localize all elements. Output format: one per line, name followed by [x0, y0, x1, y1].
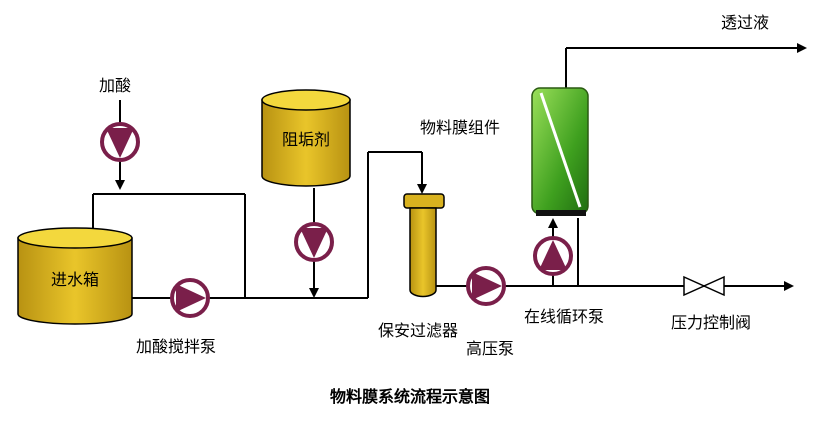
feed-tank-label: 进水箱 [51, 270, 99, 289]
antiscalant-pump [294, 222, 334, 262]
circulation-pump [533, 236, 573, 276]
acid-add-label: 加酸 [99, 76, 131, 95]
diagram-title: 物料膜系统流程示意图 [330, 387, 490, 406]
circulation-pump-label: 在线循环泵 [524, 307, 604, 326]
security-filter-label: 保安过滤器 [378, 321, 458, 340]
antiscalant-label: 阻垢剂 [282, 130, 330, 149]
acid-mix-pump [170, 278, 210, 318]
membrane-module-label: 物料膜组件 [420, 118, 500, 137]
antiscalant-tank: 阻垢剂 [261, 89, 351, 187]
pressure-valve-label: 压力控制阀 [671, 313, 751, 332]
piping [88, 43, 807, 299]
high-pressure-pump-label: 高压泵 [466, 339, 514, 358]
permeate-label: 透过液 [721, 13, 769, 32]
security-filter [403, 193, 445, 298]
feed-tank: 进水箱 [17, 227, 133, 325]
acid-dosing-pump [100, 122, 140, 162]
pressure-control-valve-icon [683, 275, 725, 297]
membrane-module [531, 87, 589, 216]
acid-mix-pump-label: 加酸搅拌泵 [136, 337, 216, 356]
high-pressure-pump [466, 266, 506, 306]
